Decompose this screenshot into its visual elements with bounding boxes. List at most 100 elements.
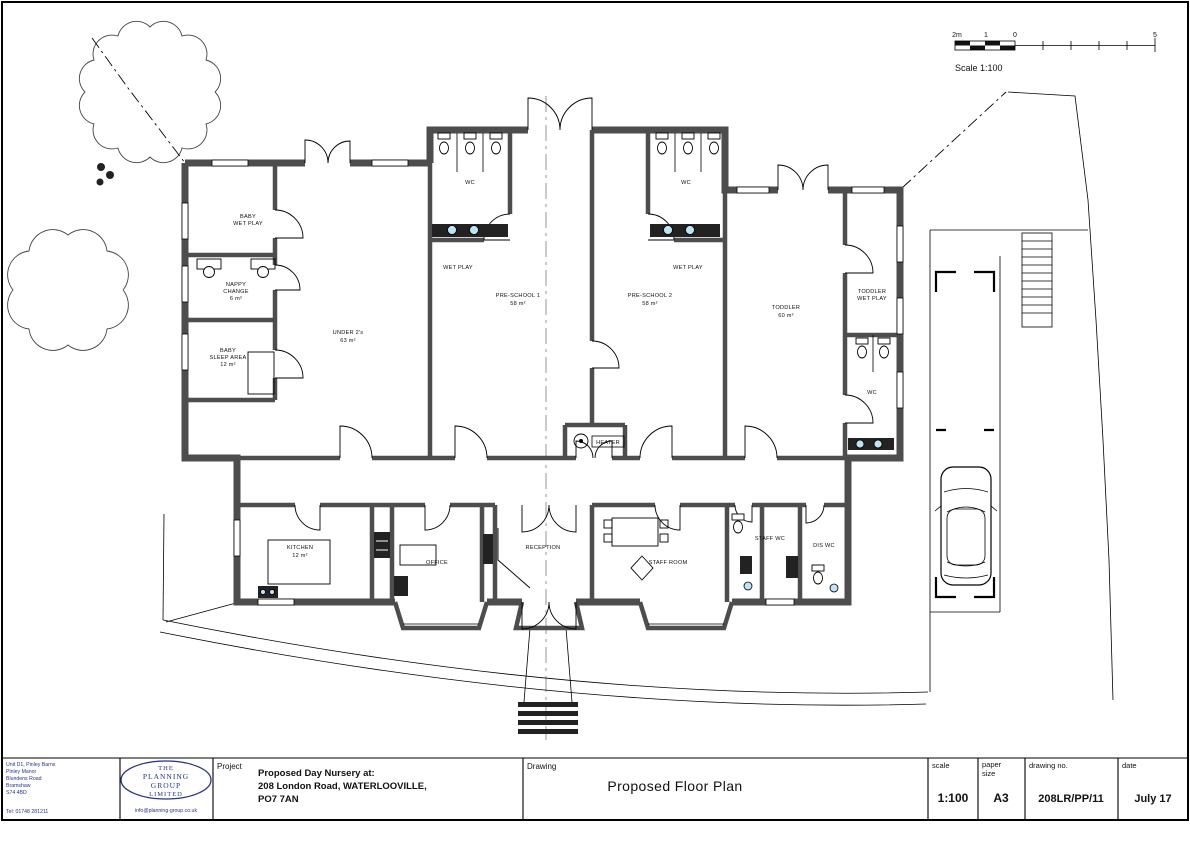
company-address: Blundens Road <box>6 776 42 782</box>
project-line: Proposed Day Nursery at: <box>258 768 375 779</box>
room-area-under-2s: 63 m² <box>340 338 356 344</box>
company-cell: Unit D1, Pinley Barns Pinley Manor Blund… <box>6 762 56 815</box>
room-label-kitchen: KITCHEN <box>287 545 313 551</box>
room-label-nappy-change: CHANGE <box>223 289 248 295</box>
parking-bay-markings <box>934 270 996 599</box>
date-value: July 17 <box>1134 793 1171 805</box>
car-cabin <box>946 508 986 566</box>
project-line: PO7 7AN <box>258 794 299 805</box>
heater-unit-center <box>579 439 583 443</box>
heater-unit <box>573 433 589 449</box>
entrance-steps <box>518 702 578 734</box>
chair <box>659 519 669 529</box>
title-block-lines <box>2 757 1188 820</box>
chair <box>603 533 613 543</box>
scale-label: scale <box>932 761 950 770</box>
room-area-pre-school-2: 58 m² <box>642 301 658 307</box>
scale-tick-label: 0 <box>1013 32 1017 39</box>
car-body <box>940 466 992 586</box>
reception-desk <box>497 528 531 589</box>
changing-basin <box>203 266 215 278</box>
driveway-edges <box>159 513 929 706</box>
date-label: date <box>1122 761 1137 770</box>
window <box>896 225 904 263</box>
toilet-icon <box>877 337 891 359</box>
toilet-icon <box>681 132 695 155</box>
scale-bar: 2m 1 0 5 Scale 1:100 <box>952 32 1157 73</box>
kitchen-table <box>267 539 331 585</box>
toilet-icon <box>463 132 477 155</box>
stairs-treads <box>1022 240 1052 314</box>
cot <box>247 351 275 395</box>
room-area-toddler: 60 m² <box>778 313 794 319</box>
scale-tick-label: 2m <box>952 32 962 39</box>
toilet-icon <box>811 564 825 585</box>
project-line: 208 London Road, WATERLOOVILLE, <box>258 781 427 792</box>
project-label: Project <box>217 762 243 771</box>
sink <box>663 225 673 235</box>
scale-tick-label: 5 <box>1153 32 1157 39</box>
toilet-icon <box>489 132 503 155</box>
door-swings <box>274 97 874 630</box>
sink <box>260 589 266 595</box>
room-label-heater: HEATER <box>596 440 620 446</box>
changing-basin <box>257 266 269 278</box>
room-label-wet-play-left: WET PLAY <box>443 265 473 271</box>
stairs-outline <box>1021 232 1053 328</box>
sink <box>855 439 865 449</box>
room-label-staff-wc: STAFF WC <box>755 536 785 542</box>
window <box>181 333 189 371</box>
interior-walls <box>185 130 900 631</box>
company-address: Unit D1, Pinley Barns <box>6 762 56 768</box>
chair <box>659 533 669 543</box>
drawing-label: Drawing <box>527 762 556 771</box>
paper-label: paper <box>982 760 1002 769</box>
car-mirrors <box>934 505 998 512</box>
window <box>896 297 904 335</box>
sinks <box>260 225 883 595</box>
company-logo: THE PLANNING GROUP LIMITED info@planning… <box>120 760 212 814</box>
window <box>765 598 795 606</box>
room-label-toddler-wet-play: TODDLER <box>858 289 886 295</box>
room-label-baby-sleep: BABY <box>220 348 236 354</box>
tree-canopy <box>78 20 222 164</box>
room-area-baby-sleep: 12 m² <box>220 362 236 368</box>
scale-value: 1:100 <box>938 791 969 805</box>
company-address: Bramshaw <box>6 783 31 789</box>
external-stairs <box>1021 232 1053 328</box>
parking-area-lines <box>929 229 1088 692</box>
staff-table <box>611 517 659 547</box>
room-label-wc-left: WC <box>465 180 475 186</box>
scale-bar-ticks <box>1015 38 1156 52</box>
site-plan <box>7 20 1114 740</box>
toilet-icon <box>437 132 451 155</box>
window <box>233 519 241 557</box>
room-label-wc-toddler: WC <box>867 390 877 396</box>
window <box>371 159 409 167</box>
paper-size-cell: paper size A3 <box>982 760 1009 805</box>
heater-label-box <box>591 435 625 448</box>
date-cell: date July 17 <box>1122 761 1172 805</box>
logo-ellipse <box>120 760 212 800</box>
logo-text: LIMITED <box>149 791 183 798</box>
window <box>851 186 885 194</box>
room-area-pre-school-1: 58 m² <box>510 301 526 307</box>
wc-stall-partitions <box>456 133 874 372</box>
title-block: Unit D1, Pinley Barns Pinley Manor Blund… <box>2 757 1188 820</box>
room-label-toddler-wet-play: WET PLAY <box>857 296 887 302</box>
room-labels: BABY WET PLAY NAPPY CHANGE 6 m² BABY SLE… <box>210 180 887 566</box>
company-email: info@planning-group.co.uk <box>135 808 197 814</box>
sink <box>743 581 753 591</box>
room-label-baby-wet-play: BABY <box>240 214 256 220</box>
room-label-staff-room: STAFF ROOM <box>649 560 688 566</box>
room-label-under-2s: UNDER 2's <box>333 330 364 336</box>
window <box>736 186 770 194</box>
room-label-nappy-change: NAPPY <box>226 282 246 288</box>
sink <box>269 589 275 595</box>
window <box>257 598 295 606</box>
room-label-wc-right: WC <box>681 180 691 186</box>
scale-tick-label: 1 <box>984 32 988 39</box>
building <box>181 97 904 631</box>
logo-text: THE <box>158 765 174 772</box>
paper-label: size <box>982 769 995 778</box>
